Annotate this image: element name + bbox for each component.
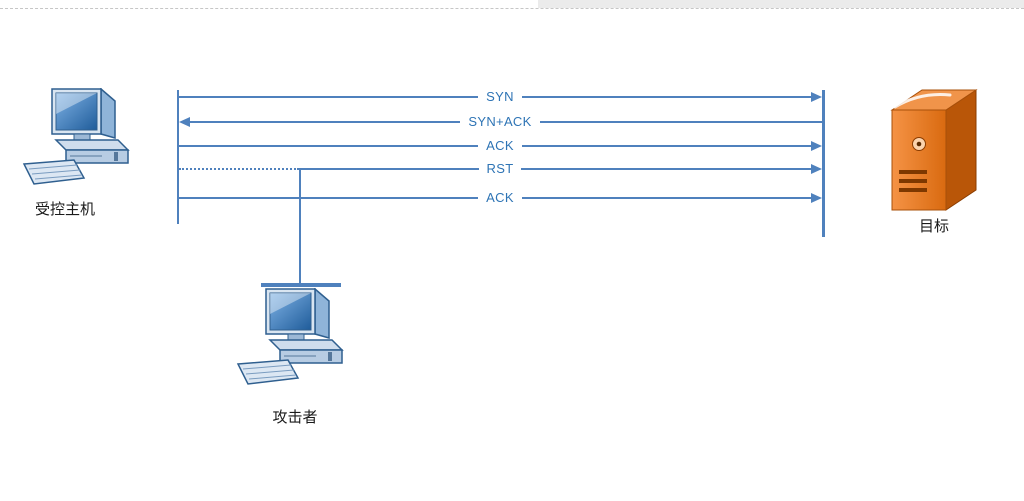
right-lifeline bbox=[822, 90, 825, 237]
message-label-ack2: ACK bbox=[430, 189, 570, 207]
target-label: 目标 bbox=[918, 218, 949, 235]
rst-dotted-segment bbox=[179, 168, 299, 170]
attacker-junction-bar bbox=[261, 283, 341, 287]
arrowhead-right-icon bbox=[811, 92, 822, 102]
controlled-host-label: 受控主机 bbox=[34, 201, 95, 218]
arrowhead-right-icon bbox=[811, 193, 822, 203]
arrowhead-right-icon bbox=[811, 164, 822, 174]
attacker-connector-line bbox=[299, 169, 301, 283]
left-lifeline bbox=[177, 90, 179, 224]
attacker-label: 攻击者 bbox=[272, 409, 318, 426]
screenshot-edge-shade bbox=[538, 0, 1024, 8]
page-boundary-dashed-line bbox=[0, 8, 1024, 9]
message-label-syn: SYN bbox=[430, 88, 570, 106]
message-label-synack: SYN+ACK bbox=[430, 113, 570, 131]
desktop-computer-icon bbox=[236, 288, 354, 396]
message-label-ack: ACK bbox=[430, 137, 570, 155]
rst-line bbox=[299, 168, 811, 170]
message-label-rst: RST bbox=[430, 160, 570, 178]
server-icon bbox=[888, 86, 980, 214]
desktop-computer-icon bbox=[22, 88, 140, 196]
arrowhead-right-icon bbox=[811, 141, 822, 151]
arrowhead-left-icon bbox=[179, 117, 190, 127]
